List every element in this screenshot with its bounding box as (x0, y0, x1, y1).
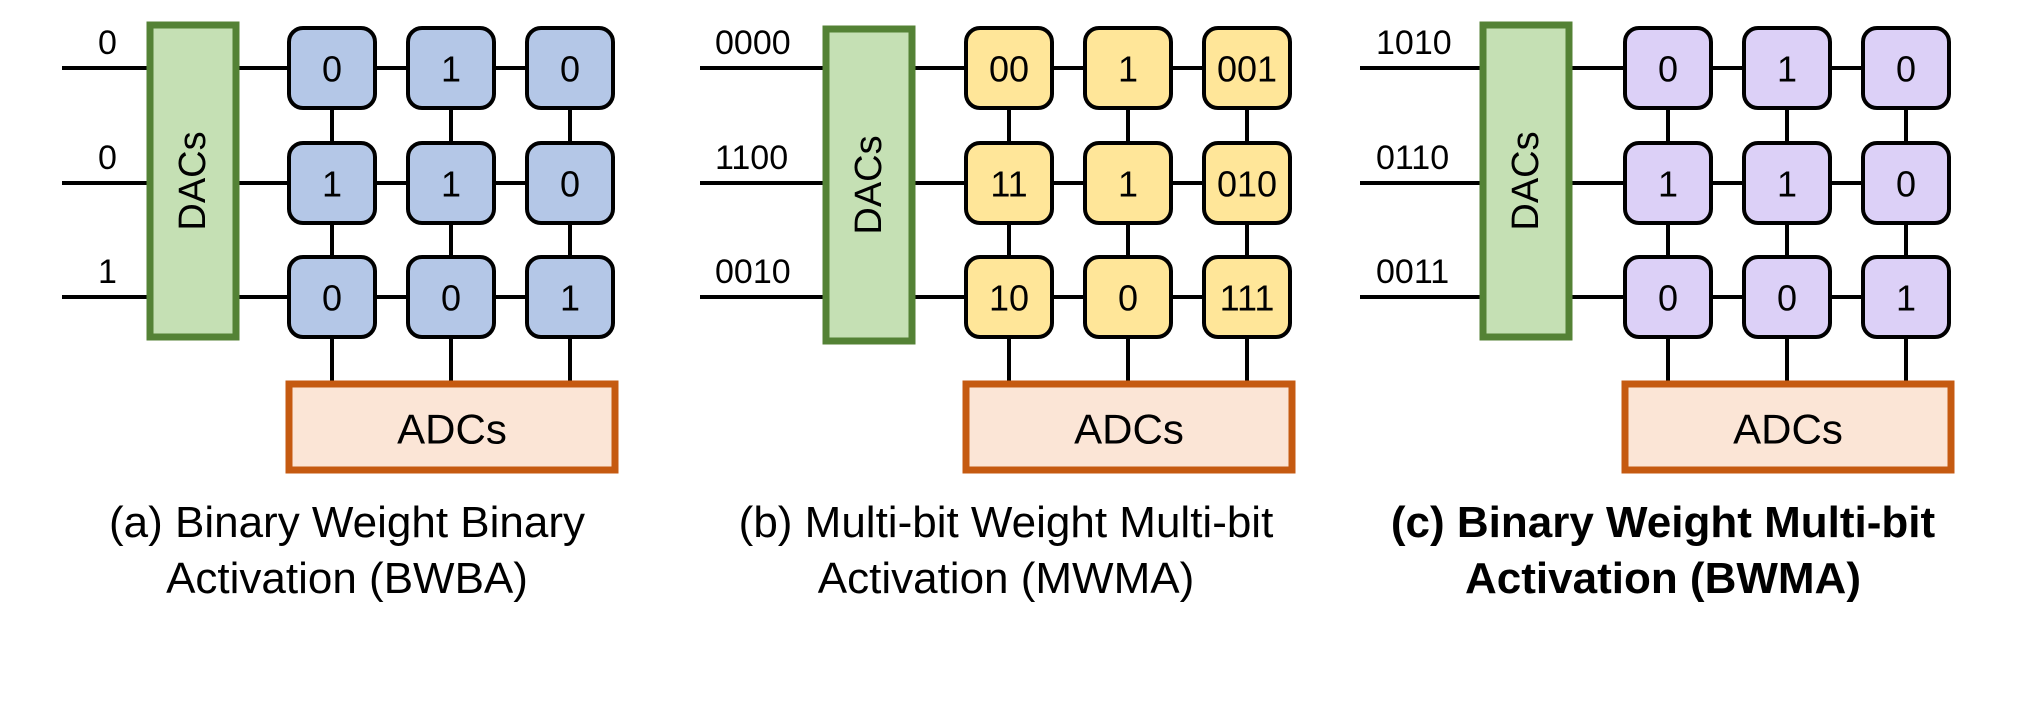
memory-cell: 0 (1623, 26, 1713, 110)
dac-label: DACs (172, 131, 214, 230)
input-value: 1010 (1376, 24, 1452, 62)
memory-cell: 0 (525, 26, 615, 110)
adc-box (962, 380, 1296, 474)
adc-label: ADCs (1074, 406, 1184, 453)
cell-value: 1 (322, 164, 342, 205)
memory-cell: 0 (525, 141, 615, 225)
memory-cell: 0 (406, 255, 496, 339)
dac-label: DACs (848, 135, 890, 234)
memory-cell: 0 (1083, 255, 1173, 339)
memory-cell: 0 (287, 255, 377, 339)
caption-line-1: (c) Binary Weight Multi-bit (1390, 498, 1936, 547)
cell-value: 1 (441, 164, 461, 205)
input-value: 0000 (715, 24, 791, 62)
memory-cell: 1 (1861, 255, 1951, 339)
memory-cell: 0 (1623, 255, 1713, 339)
cell-value: 1 (560, 278, 580, 319)
caption-line-2: Activation (BWBA) (166, 554, 528, 603)
caption-line-2: Activation (BWMA) (1465, 554, 1861, 603)
cell-value: 0 (1777, 278, 1797, 319)
dac-box (822, 25, 916, 345)
input-value: 0110 (1376, 139, 1449, 177)
input-value: 1100 (715, 139, 788, 177)
memory-cell: 10 (964, 255, 1054, 339)
memory-cell: 010 (1202, 141, 1292, 225)
cell-value: 0 (322, 49, 342, 90)
memory-cell: 00 (964, 26, 1054, 110)
caption-line-2: Activation (MWMA) (817, 554, 1195, 603)
cell-value: 0 (1658, 49, 1678, 90)
memory-cell: 001 (1202, 26, 1292, 110)
input-value: 1 (98, 253, 117, 291)
dac-box (1479, 21, 1573, 341)
memory-cell: 111 (1202, 255, 1292, 339)
cell-value: 1 (1777, 164, 1797, 205)
cell-value: 1 (1896, 278, 1916, 319)
cell-value: 111 (1220, 278, 1275, 319)
memory-cell: 1 (406, 141, 496, 225)
adc-label: ADCs (397, 406, 507, 453)
memory-cell: 0 (287, 26, 377, 110)
dac-box (146, 21, 240, 341)
cell-value: 0 (322, 278, 342, 319)
caption-bwma: (c) Binary Weight Multi-bit Activation (… (1353, 495, 1973, 607)
memory-cell: 0 (1861, 141, 1951, 225)
input-value: 0011 (1376, 253, 1449, 291)
dac-label: DACs (1505, 131, 1547, 230)
cell-value: 0 (1896, 164, 1916, 205)
cell-value: 0 (441, 278, 461, 319)
cell-value: 10 (989, 278, 1029, 319)
cell-value: 1 (441, 49, 461, 90)
cell-value: 11 (990, 164, 1027, 205)
cell-value: 0 (1118, 278, 1138, 319)
caption-line-1: (b) Multi-bit Weight Multi-bit (738, 498, 1274, 547)
adc-box (1621, 380, 1955, 474)
adc-label: ADCs (1733, 406, 1843, 453)
cell-value: 0 (1896, 49, 1916, 90)
cell-value: 00 (989, 49, 1029, 90)
memory-cell: 0 (1742, 255, 1832, 339)
memory-cell: 1 (1623, 141, 1713, 225)
cell-value: 1 (1118, 164, 1138, 205)
adc-box (285, 380, 619, 474)
memory-cell: 1 (1742, 141, 1832, 225)
cell-value: 1 (1118, 49, 1138, 90)
memory-cell: 0 (1861, 26, 1951, 110)
caption-bwba: (a) Binary Weight Binary Activation (BWB… (37, 495, 657, 607)
memory-cell: 1 (287, 141, 377, 225)
caption-line-1: (a) Binary Weight Binary (108, 498, 586, 547)
caption-mwma: (b) Multi-bit Weight Multi-bit Activatio… (696, 495, 1316, 607)
cell-value: 0 (560, 164, 580, 205)
input-value: 0 (98, 139, 117, 177)
cell-value: 010 (1217, 164, 1277, 205)
cell-value: 001 (1217, 49, 1277, 90)
memory-cell: 1 (525, 255, 615, 339)
memory-cell: 11 (964, 141, 1054, 225)
cell-value: 0 (1658, 278, 1678, 319)
cell-value: 1 (1658, 164, 1678, 205)
memory-cell: 1 (1083, 141, 1173, 225)
input-value: 0 (98, 24, 117, 62)
input-value: 0010 (715, 253, 791, 291)
cell-value: 0 (560, 49, 580, 90)
cell-value: 1 (1777, 49, 1797, 90)
memory-cell: 1 (1083, 26, 1173, 110)
memory-cell: 1 (406, 26, 496, 110)
memory-cell: 1 (1742, 26, 1832, 110)
